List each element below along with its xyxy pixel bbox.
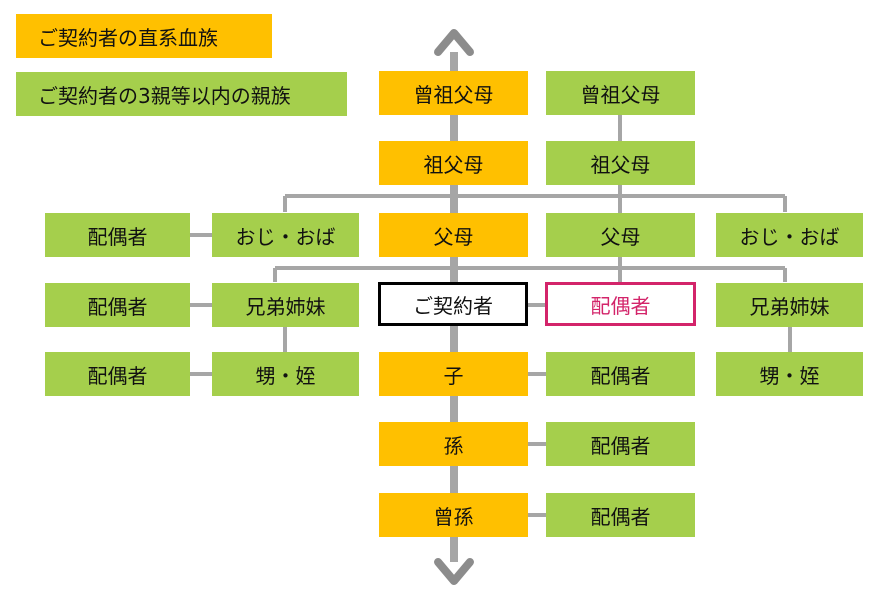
uncle-aunt-node: おじ・おば [212, 213, 359, 257]
sibling-spouse-node: 配偶者 [45, 283, 190, 327]
contractor-node: ご契約者 [378, 282, 528, 326]
uncle-aunt-spouse-node: 配偶者 [45, 213, 190, 257]
siblings-node: 兄弟姉妹 [212, 283, 359, 327]
great-grandparents-node: 曾祖父母 [379, 71, 528, 115]
grandchild-spouse-node: 配偶者 [546, 422, 695, 466]
spouse-parents-node: 父母 [546, 213, 695, 257]
grandparents-node: 祖父母 [379, 141, 528, 185]
spouse-siblings-node: 兄弟姉妹 [716, 283, 863, 327]
nephew-niece-node: 甥・姪 [212, 352, 359, 396]
spouse-nephew-niece-node: 甥・姪 [716, 352, 863, 396]
child-node: 子 [379, 352, 528, 396]
contractor-spouse-node: 配偶者 [545, 282, 696, 326]
grandchild-node: 孫 [379, 422, 528, 466]
legend-direct-lineal: ご契約者の直系血族 [16, 14, 272, 58]
spouse-grandparents-node: 祖父母 [546, 141, 695, 185]
great-grandchild-node: 曾孫 [379, 493, 528, 537]
legend-third-degree: ご契約者の3親等以内の親族 [16, 72, 347, 116]
spouse-great-grandparents-node: 曾祖父母 [546, 71, 695, 115]
great-grandchild-spouse-node: 配偶者 [546, 493, 695, 537]
nephew-niece-spouse-node: 配偶者 [45, 352, 190, 396]
spouse-uncle-aunt-node: おじ・おば [716, 213, 863, 257]
parents-node: 父母 [379, 213, 528, 257]
child-spouse-node: 配偶者 [546, 352, 695, 396]
